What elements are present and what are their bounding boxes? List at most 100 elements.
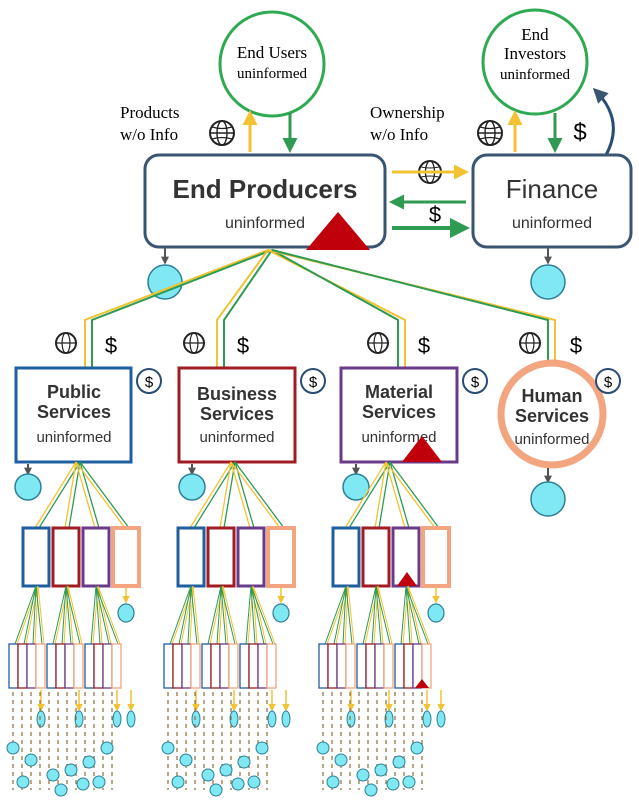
leaf-node xyxy=(334,753,348,767)
link-line xyxy=(252,585,276,645)
return-curve-arrow xyxy=(592,87,615,156)
link-line xyxy=(347,585,355,645)
link-line xyxy=(32,585,37,645)
leaf-node xyxy=(402,775,416,789)
link-line xyxy=(75,461,96,529)
tier3-box xyxy=(35,643,46,689)
tier2-box xyxy=(111,526,141,588)
service-status: uninformed xyxy=(36,429,111,446)
link-line xyxy=(344,461,387,529)
dollar-sign: $ xyxy=(429,202,441,227)
link-line xyxy=(67,585,83,645)
leaf-node xyxy=(201,768,215,782)
globe-icon xyxy=(367,332,389,354)
tier3-output-node xyxy=(384,710,394,728)
leaf-node xyxy=(171,775,185,789)
link-line xyxy=(65,585,72,645)
service-inputs: $ $ $ $ xyxy=(55,332,582,358)
service-title-2: Services xyxy=(362,402,436,422)
link-line xyxy=(389,461,440,529)
link-line xyxy=(178,585,192,645)
tier3-box xyxy=(403,643,414,689)
leaf-node xyxy=(92,775,106,789)
link-line xyxy=(245,585,252,645)
link-line xyxy=(79,461,100,529)
tier2-output-node xyxy=(117,603,135,623)
tier3-box xyxy=(248,643,259,689)
link-line xyxy=(207,585,222,645)
link-line xyxy=(95,585,110,645)
link-line xyxy=(79,461,130,529)
link-line xyxy=(220,585,227,645)
tier3-box xyxy=(356,643,367,689)
link-line xyxy=(371,585,377,645)
tier3-box xyxy=(266,643,277,689)
link-line xyxy=(405,585,411,645)
service-title-1: Human xyxy=(521,386,582,406)
service-status: uninformed xyxy=(199,429,274,446)
warning-triangle xyxy=(415,679,429,688)
leaf-node xyxy=(54,783,68,797)
leaf-node xyxy=(219,763,233,777)
link-line xyxy=(250,585,256,645)
tier3-box xyxy=(55,643,66,689)
tier3-output-node xyxy=(36,710,46,728)
tier3-box xyxy=(210,643,221,689)
globe-icon xyxy=(209,120,235,146)
products-label-1: Products xyxy=(120,103,180,122)
tier3-box xyxy=(172,643,183,689)
tier3-box xyxy=(228,643,239,689)
leaf-node xyxy=(392,755,406,769)
link-line xyxy=(97,585,121,645)
end-producers-status: uninformed xyxy=(225,215,305,232)
link-line xyxy=(95,585,119,645)
link-line xyxy=(375,585,382,645)
link-line xyxy=(38,461,81,529)
finance-status: uninformed xyxy=(512,215,592,232)
service-output-node xyxy=(14,473,42,501)
leaf-node xyxy=(179,753,193,767)
service-title-2: Services xyxy=(515,406,589,426)
tier2-box xyxy=(236,526,266,588)
leaf-node xyxy=(356,768,370,782)
link-line xyxy=(345,585,353,645)
dollar-sign: $ xyxy=(237,333,249,358)
dollar-sign: $ xyxy=(105,333,117,358)
svg-text:$: $ xyxy=(145,374,154,391)
tier3-box xyxy=(17,643,28,689)
leaf-node xyxy=(16,775,30,789)
leaf-node xyxy=(374,763,388,777)
tier2-box xyxy=(51,526,81,588)
link-line xyxy=(187,585,192,645)
tier3-output-node xyxy=(436,710,446,728)
tier3-box xyxy=(190,643,201,689)
link-line xyxy=(68,461,81,529)
link-line xyxy=(362,585,377,645)
supply-chain-tiers xyxy=(6,461,451,797)
service-business: Business Services uninformed xyxy=(177,366,297,464)
link-line xyxy=(75,461,126,529)
tier2-box xyxy=(266,526,296,588)
leaf-node xyxy=(24,753,38,767)
tier3-output-node xyxy=(422,710,432,728)
leaf-node xyxy=(161,741,175,755)
tier3-output-node xyxy=(267,710,277,728)
warning-triangle xyxy=(306,212,370,250)
link-line xyxy=(37,585,45,645)
finance-output-node xyxy=(530,264,566,300)
end-producers-box: End Producers uninformed xyxy=(143,153,387,250)
tier2-box xyxy=(21,526,51,588)
dollar-sign: $ xyxy=(573,119,586,146)
service-material: Material Services uninformed xyxy=(339,366,459,464)
leaf-node xyxy=(326,775,340,789)
link-line xyxy=(52,585,67,645)
tier2-output-node xyxy=(427,603,445,623)
link-line xyxy=(65,585,81,645)
service-title-1: Public xyxy=(47,382,101,402)
leaf-node xyxy=(410,741,424,755)
leaf-node xyxy=(100,741,114,755)
tier2-box xyxy=(421,526,451,588)
tier3-box xyxy=(374,643,385,689)
tier3-box xyxy=(383,643,394,689)
